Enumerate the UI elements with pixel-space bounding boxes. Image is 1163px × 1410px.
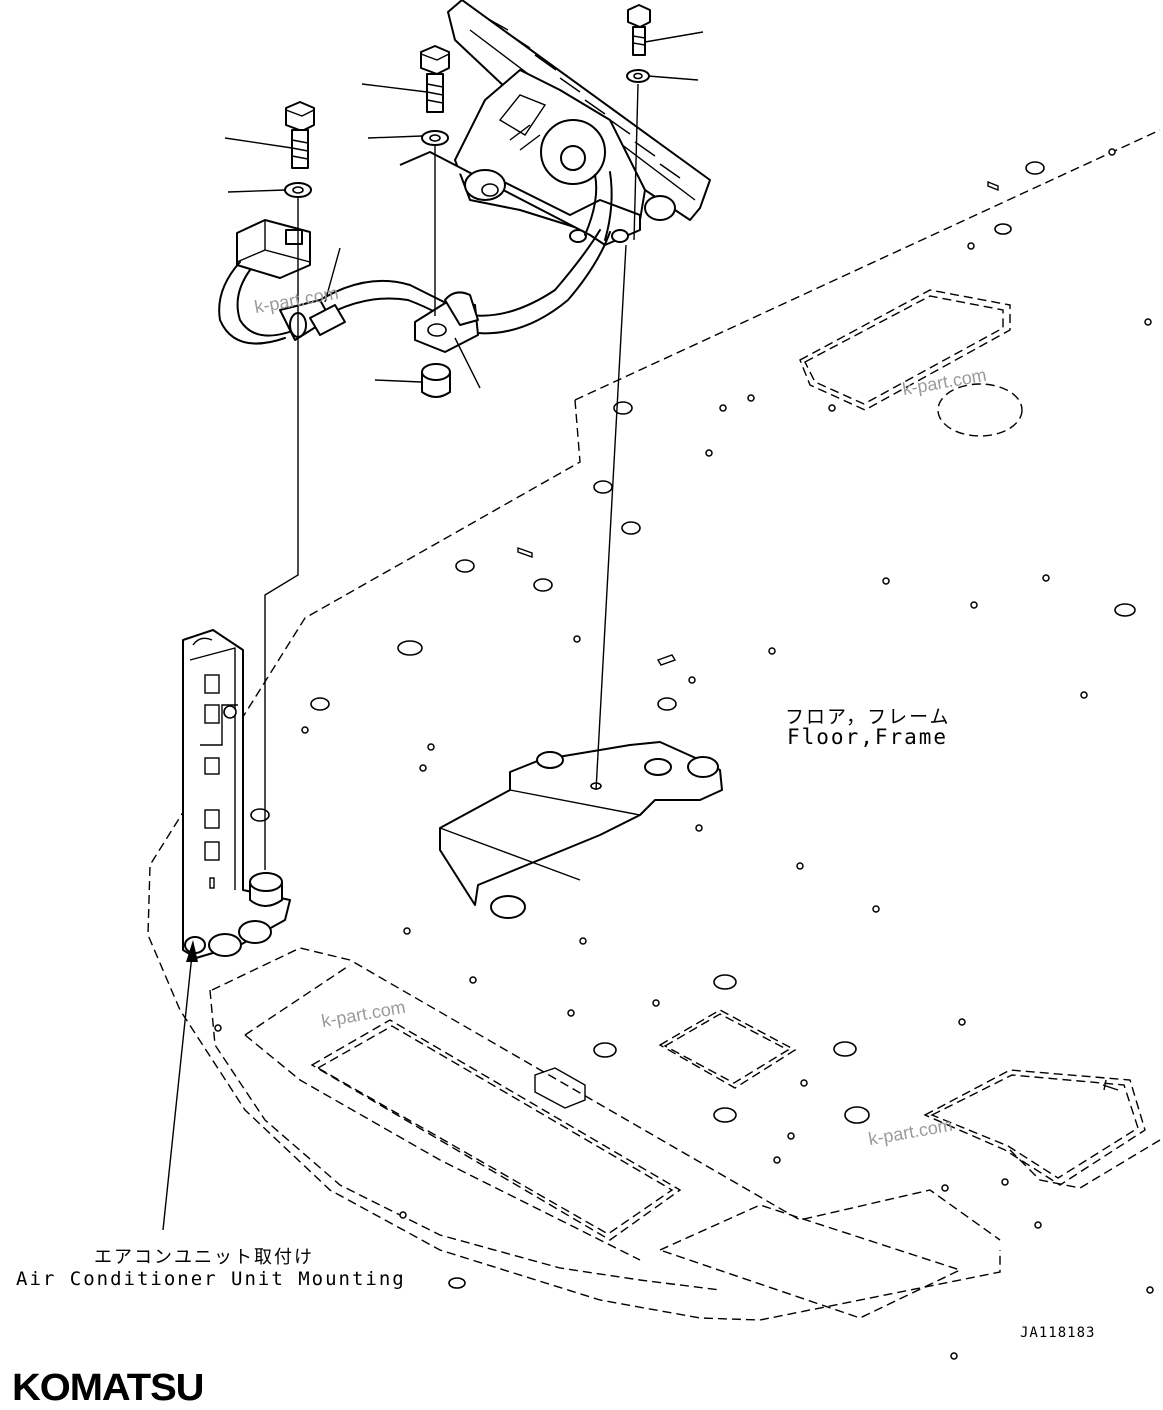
bolts-washers: [284, 4, 651, 198]
assembly-lines: [264, 83, 639, 870]
aircon-mounting-label-en: Air Conditioner Unit Mounting: [16, 1268, 406, 1290]
drawing-number: JA118183: [1020, 1325, 1096, 1341]
floor-center-bracket: [439, 741, 723, 919]
aircon-callout-arrow: [162, 940, 198, 1231]
leader-lines: [224, 31, 704, 389]
aircon-unit: [399, 0, 711, 246]
aircon-bracket: [182, 629, 291, 959]
floor-slots: [517, 180, 999, 666]
floor-small-dots: [214, 148, 1154, 1360]
floor-frame-label-jp: フロア，フレーム: [785, 706, 951, 728]
wire-harness: [218, 171, 613, 398]
floor-holes: [250, 161, 1136, 1289]
floor-frame: [147, 129, 1161, 1321]
komatsu-logo: KOMATSU: [12, 1367, 204, 1409]
aircon-mounting-label-jp: エアコンユニット取付け: [94, 1247, 314, 1268]
floor-frame-label-en: Floor,Frame: [787, 725, 949, 749]
